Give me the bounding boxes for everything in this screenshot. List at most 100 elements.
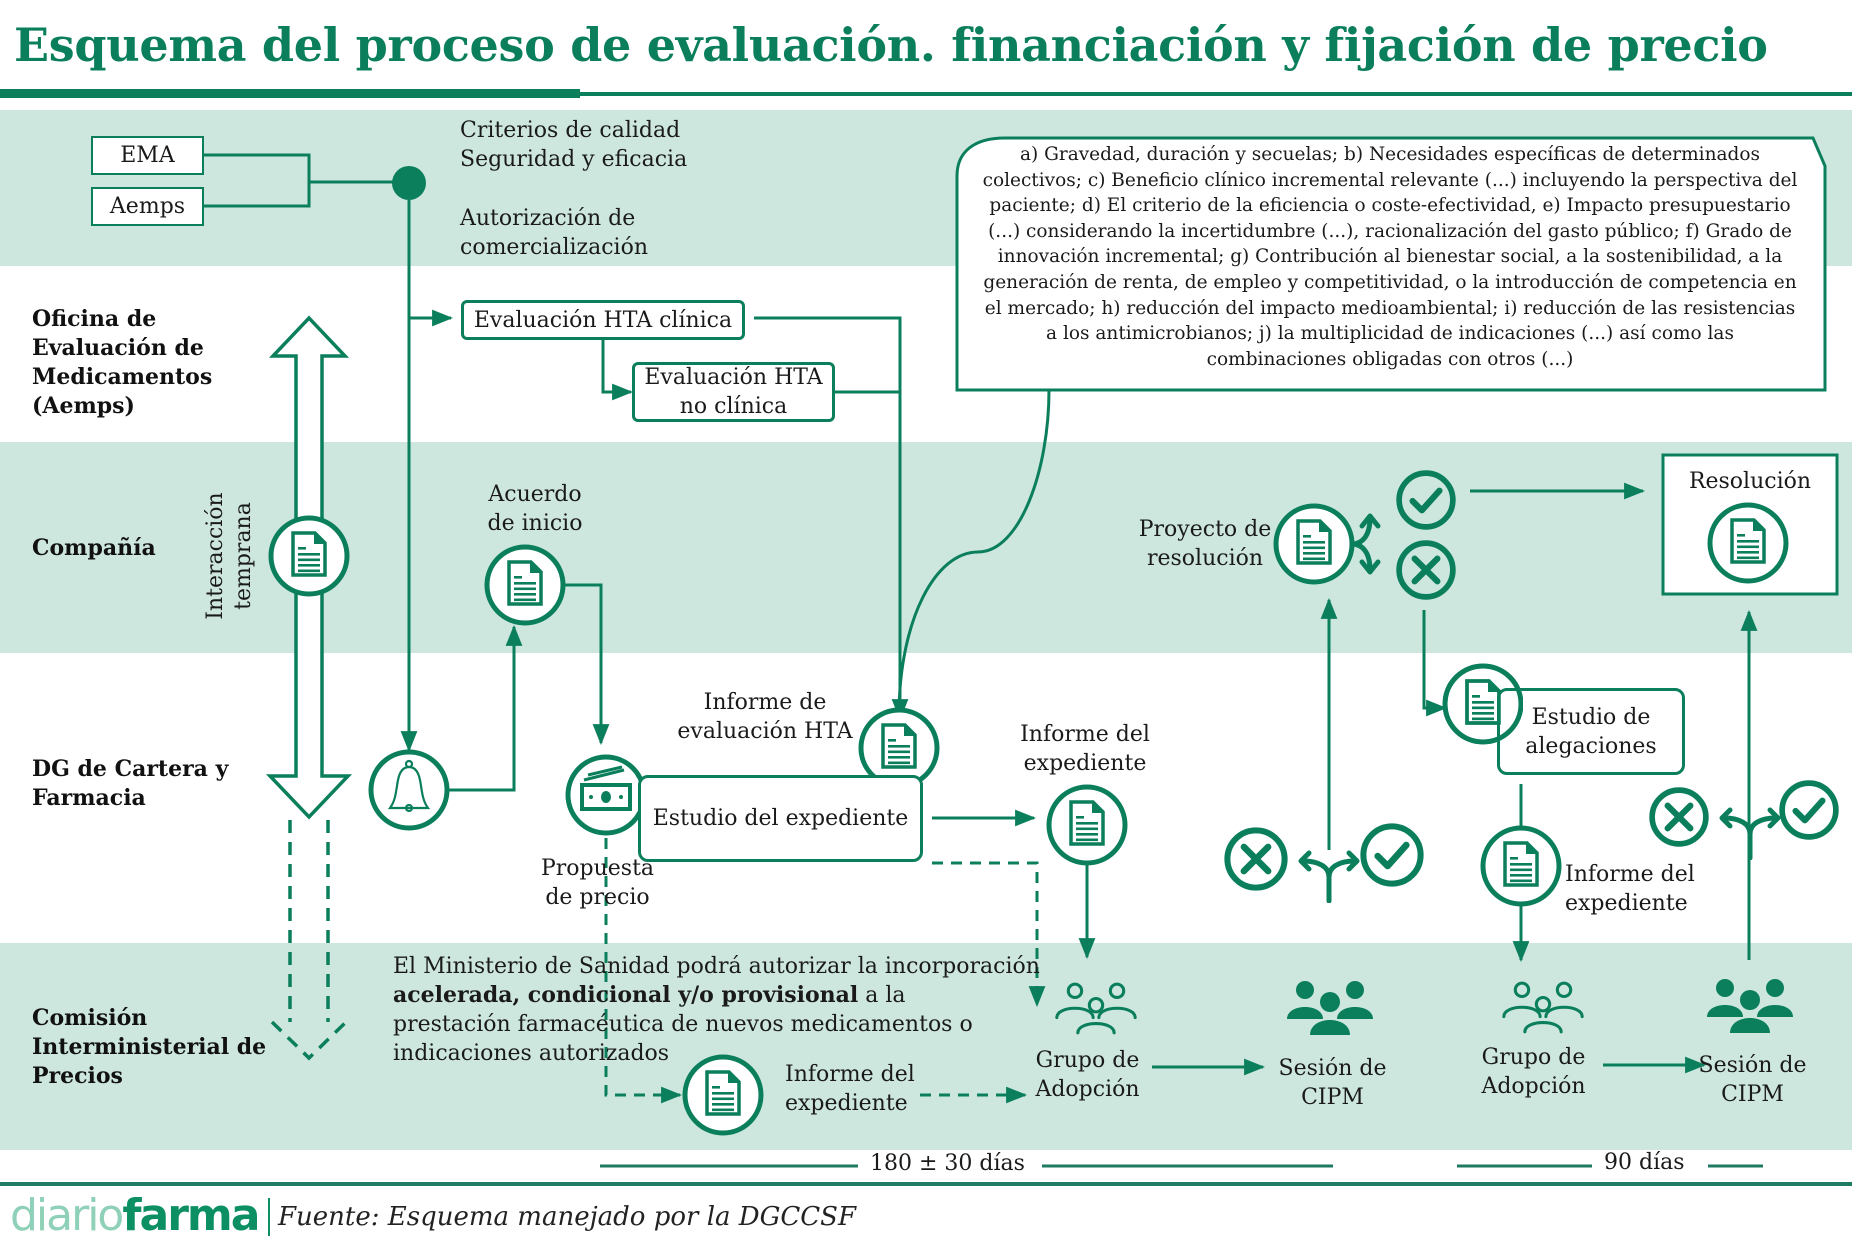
text-line: temprana (231, 502, 256, 610)
text-line: Informe del (785, 1062, 915, 1087)
text-line: CIPM (1721, 1082, 1784, 1107)
text-line: Sesión de (1698, 1053, 1807, 1078)
text-line: Informe de (703, 690, 827, 715)
draft-resolution-label: Proyecto de resolución (1135, 515, 1275, 573)
callout-line: paciente; d) El criterio de la eficienci… (989, 195, 1791, 217)
notification-circle (368, 749, 450, 831)
adoption-group-icon (1055, 982, 1137, 1035)
text-line: Evaluación HTA (644, 365, 823, 390)
text-line: acelerada, condicional y/o provisional a… (393, 981, 1040, 1010)
text-line: Interacción (203, 492, 228, 620)
early-interaction-doc-circle (268, 515, 350, 597)
text-line: expediente (1565, 891, 1688, 916)
footer-divider (268, 1198, 270, 1236)
row-label-line: Oficina de (32, 306, 157, 332)
band-comision (0, 943, 1852, 1150)
text-line: Criterios de calidad (460, 118, 681, 143)
text-line: Informe del (1020, 722, 1150, 747)
row-label-line: Interministerial de (32, 1034, 267, 1060)
row-label-line: Precios (32, 1063, 123, 1089)
file-report-bottom-label: Informe del expediente (785, 1060, 915, 1118)
text-line: de precio (545, 885, 650, 910)
text-line: expediente (785, 1091, 908, 1116)
callout-line: el mercado; h) reducción del impacto med… (984, 297, 1796, 319)
source-credit: Fuente: Esquema manejado por la DGCCSF (278, 1202, 857, 1232)
approved-icon (1782, 783, 1836, 837)
aemps-box: Aemps (91, 187, 204, 226)
ema-label: EMA (120, 143, 175, 168)
criteria-callout-frame (955, 136, 1827, 392)
text-line: Grupo de (1481, 1045, 1586, 1070)
price-proposal-label: Propuesta de precio (530, 854, 665, 912)
resolution-doc-circle (1707, 502, 1789, 584)
text-line: Propuesta (540, 856, 655, 881)
text-line: de inicio (487, 511, 583, 536)
text-line: Informe del (1565, 862, 1695, 887)
title-underline-thin (580, 92, 1852, 96)
row-label-line: Compañía (32, 535, 156, 561)
cipm-session-icon (1287, 981, 1373, 1035)
draft-resolution-circle (1273, 503, 1355, 585)
row-label-line: Evaluación de (32, 335, 204, 361)
rejected-icon (1399, 543, 1453, 597)
text-line: Adopción (1035, 1077, 1140, 1102)
page-title: Esquema del proceso de evaluación. finan… (14, 18, 1768, 72)
row-label-line: Comisión (32, 1005, 148, 1031)
criteria-callout: a) Gravedad, duración y secuelas; b) Nec… (955, 136, 1825, 390)
row-label-comision: Comisión Interministerial de Precios (32, 1004, 266, 1091)
early-interaction-arrow (265, 315, 353, 1061)
text-line: Autorización de (460, 206, 636, 231)
approved-icon (1363, 826, 1420, 883)
text-line: Acuerdo (488, 482, 582, 507)
callout-line: combinaciones obligadas con otros (...) (1206, 348, 1574, 370)
rejected-icon (1227, 830, 1284, 887)
cipm-session-label: Sesión de CIPM (1265, 1054, 1400, 1112)
text-line: Seguridad y eficacia (460, 147, 688, 172)
early-interaction-label: Interacción temprana (202, 486, 258, 626)
emphasis-text: acelerada, condicional y/o provisional (393, 982, 859, 1008)
cipm-session-2-label: Sesión de CIPM (1685, 1051, 1820, 1109)
title-underline-thick (0, 89, 580, 98)
cipm-session-icon (1707, 979, 1793, 1033)
source-bracket (203, 153, 400, 208)
callout-line: (...) considerando la incertidumbre (...… (988, 220, 1792, 242)
file-report-bottom-circle (682, 1054, 764, 1136)
callout-line: generación de renta, de empleo y competi… (983, 271, 1797, 293)
file-study-box: Estudio del expediente (638, 775, 923, 862)
authorization-node-dot (392, 166, 426, 200)
timeline-phase-2: 90 días (1592, 1150, 1697, 1175)
start-agreement-label: Acuerdo de inicio (470, 480, 600, 538)
hta-clinical-box: Evaluación HTA clínica (461, 300, 745, 340)
money-icon (580, 765, 632, 811)
logo-light: diario (10, 1190, 124, 1241)
text-line: CIPM (1301, 1085, 1364, 1110)
text-line: Grupo de (1035, 1048, 1140, 1073)
resolution-label: Resolución (1688, 469, 1812, 494)
row-label-aemps: Oficina de Evaluación de Medicamentos (A… (32, 305, 212, 421)
text-line: El Ministerio de Sanidad podrá autorizar… (393, 954, 1040, 979)
text-line: Proyecto de (1138, 517, 1272, 542)
text-span: a la (858, 983, 906, 1008)
row-label-line: Medicamentos (32, 364, 213, 390)
diariofarma-logo: diariofarma (10, 1190, 260, 1241)
text-line: expediente (1023, 751, 1147, 776)
adoption-group-icon (1502, 981, 1584, 1034)
row-label-line: (Aemps) (32, 393, 135, 419)
file-report-2-circle (1480, 825, 1562, 907)
hta-clinical-label: Evaluación HTA clínica (473, 307, 733, 333)
text-line: Estudio de (1531, 704, 1651, 730)
ema-box: EMA (91, 136, 204, 175)
decision-fork-icon (1301, 853, 1357, 901)
adoption-group-2-label: Grupo de Adopción (1466, 1043, 1601, 1101)
aemps-label: Aemps (109, 194, 186, 219)
approved-icon (1399, 473, 1453, 527)
row-label-compania: Compañía (32, 534, 156, 563)
split-arrows-icon (1349, 513, 1381, 575)
text-line: indicaciones autorizados (393, 1041, 670, 1066)
file-study-label: Estudio del expediente (652, 806, 909, 831)
callout-line: colectivos; c) Beneficio clínico increme… (982, 169, 1798, 191)
row-label-line: Farmacia (32, 785, 146, 811)
hta-report-label: Informe de evaluación HTA (675, 688, 855, 746)
